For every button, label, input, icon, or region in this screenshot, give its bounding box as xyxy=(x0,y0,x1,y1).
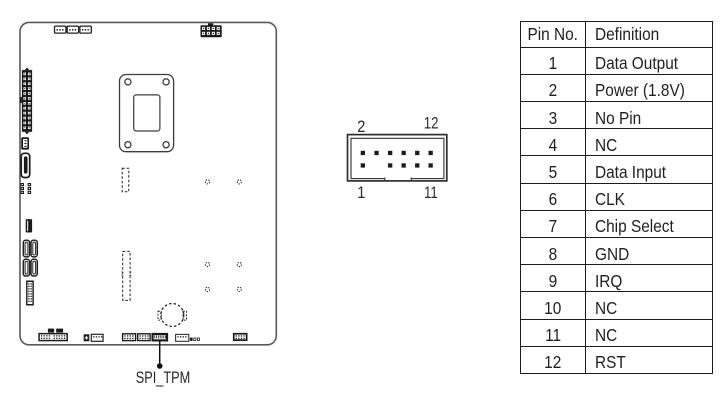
svg-text:1: 1 xyxy=(357,185,365,203)
svg-text:11: 11 xyxy=(424,184,438,203)
svg-text:SPI_TPM: SPI_TPM xyxy=(136,368,191,387)
svg-text:2: 2 xyxy=(357,119,365,137)
svg-text:12: 12 xyxy=(424,114,439,133)
